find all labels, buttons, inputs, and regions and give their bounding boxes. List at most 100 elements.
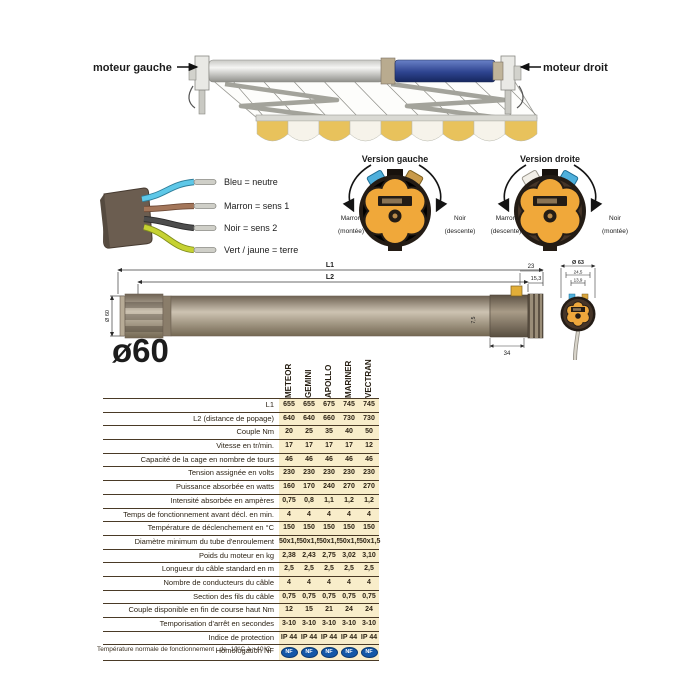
tube-coupling — [380, 57, 396, 85]
value-cell: 2,5 — [339, 563, 359, 576]
scissor-arm-left — [224, 81, 350, 123]
value-cell: 150 — [359, 522, 379, 535]
value-cell: 3-10 — [279, 618, 299, 631]
value-cell: 150 — [319, 522, 339, 535]
value-cell: 230 — [319, 467, 339, 481]
value-cell: 2,43 — [299, 549, 319, 563]
value-cell: 0,75 — [319, 590, 339, 604]
dim-23: 23 — [528, 264, 535, 270]
value-cell: 12 — [279, 604, 299, 617]
dimension-lines-top — [117, 267, 544, 294]
right-wire-name: Noir — [454, 215, 467, 222]
value-cell: 3-10 — [319, 618, 339, 631]
wire-connectors — [193, 179, 217, 253]
value-cell: 3-10 — [339, 618, 359, 631]
green-yellow-wire — [143, 224, 195, 253]
label-moteur-gauche: moteur gauche — [93, 62, 172, 74]
left-wire-action: (montée) — [338, 228, 364, 235]
value-cell: 46 — [319, 453, 339, 467]
wiring-diagram: Bleu = neutre Marron = sens 1 Noir = sen… — [100, 177, 298, 255]
value-cell: 15 — [299, 604, 319, 617]
column-header: VECTRAN — [364, 359, 373, 398]
value-cell: 230 — [339, 467, 359, 481]
row-label: Couple disponible en fin de course haut … — [128, 605, 274, 615]
dim-7-5: 7,5 — [471, 316, 477, 323]
right-wire-name: Noir — [609, 215, 622, 222]
wire-label-blue: Bleu = neutre — [224, 177, 278, 187]
dim-L1: L1 — [326, 262, 334, 269]
row-label: Diamètre minimum du tube d'enroulement — [134, 536, 274, 546]
version-droite-title: Version droite — [520, 154, 580, 164]
row-label: Longueur du câble standard en m — [161, 564, 274, 574]
blue-wire — [141, 179, 195, 202]
row-label: Poids du moteur en kg — [198, 550, 274, 560]
value-cell: 655 — [279, 399, 299, 412]
row-label: Indice de protection — [208, 632, 274, 642]
motor-tube — [170, 295, 491, 337]
row-label: Homologation NF — [215, 646, 274, 656]
value-cell: 4 — [359, 508, 379, 522]
value-cell: 17 — [319, 440, 339, 453]
front-rail — [255, 114, 538, 122]
value-cell: 2,5 — [359, 563, 379, 576]
value-cell: 640 — [299, 412, 319, 426]
wire-label-black: Noir = sens 2 — [224, 223, 277, 233]
row-label: L2 (distance de popage) — [193, 413, 274, 423]
value-cell: 50x1,5 — [319, 535, 340, 549]
value-cell: IP 44 — [279, 631, 299, 645]
value-cell: 745 — [359, 399, 379, 412]
scissor-arm-right — [390, 81, 518, 123]
value-cell: 46 — [299, 453, 319, 467]
version-gauche-diagram: Version gauche Marron (montée) N — [338, 154, 475, 251]
nf-badge: NF — [320, 647, 338, 659]
rotation-arrow-right — [573, 164, 603, 213]
value-cell: 730 — [359, 412, 379, 426]
value-cell: 4 — [279, 508, 299, 522]
left-wire-name: Marron — [341, 215, 362, 222]
value-cell: 25 — [299, 426, 319, 440]
wire-label-green: Vert / jaune = terre — [224, 245, 298, 255]
value-cell: 24 — [339, 604, 359, 617]
motor-cable-right — [516, 85, 524, 109]
brown-wire — [143, 203, 195, 212]
value-cell: 0,75 — [359, 590, 379, 604]
value-cell: 2,75 — [319, 549, 339, 563]
left-wire-name: Marron — [496, 215, 517, 222]
value-cell: 50x1,5 — [279, 535, 300, 549]
footnote: Température normale de fonctionnement : … — [97, 646, 271, 653]
nf-badge-cell: NF — [359, 645, 379, 661]
awning-valance — [256, 120, 538, 142]
value-cell: 4 — [279, 576, 299, 590]
table-row: Couple disponible en fin de course haut … — [103, 603, 379, 617]
nf-badge-cell: NF — [339, 645, 359, 661]
dimension-lines-bottom — [489, 338, 525, 348]
dim-d60-side: Ø 60 — [105, 310, 111, 322]
row-label: Vitesse en tr/min. — [216, 441, 274, 451]
value-cell: 20 — [279, 426, 299, 440]
value-cell: 230 — [359, 467, 379, 481]
value-cell: IP 44 — [359, 631, 379, 645]
version-gauche-title: Version gauche — [362, 154, 429, 164]
wire-label-brown: Marron = sens 1 — [224, 201, 289, 211]
row-label: Temps de fonctionnement avant décl. en m… — [123, 509, 274, 519]
left-wire-action: (descente) — [491, 228, 522, 235]
value-cell: 660 — [319, 412, 339, 426]
value-cell: 46 — [339, 453, 359, 467]
row-label: Température de déclenchement en °C — [147, 523, 274, 533]
end-view-cable — [573, 330, 580, 361]
value-cell: 160 — [279, 481, 299, 494]
value-cell: 1,2 — [359, 494, 379, 508]
value-cell: 3,02 — [339, 549, 359, 563]
motor-cable-left — [188, 85, 196, 109]
value-cell: 1,1 — [319, 494, 339, 508]
value-cell: 1,2 — [339, 494, 359, 508]
roller-tube — [188, 55, 524, 115]
